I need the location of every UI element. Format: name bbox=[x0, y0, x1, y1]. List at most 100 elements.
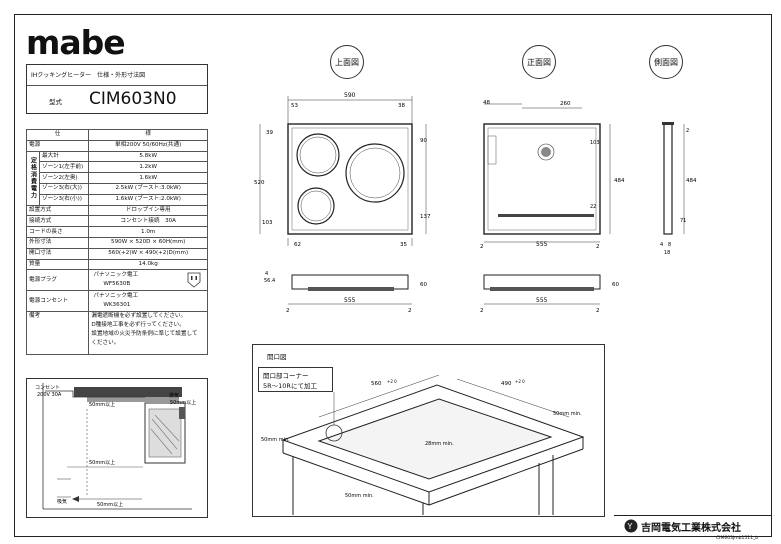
note: D種接地工事を必ず行ってください。 bbox=[91, 322, 185, 329]
dim-22: 22 bbox=[590, 204, 596, 210]
dim-4: 4 bbox=[265, 271, 268, 277]
plug-maker: パナソニック電工 bbox=[93, 272, 139, 279]
plug-model: WF5630B bbox=[103, 281, 131, 288]
spec-value: 1.6kW (ブースト:2.0kW) bbox=[88, 193, 208, 206]
doc-title: IHクッキングヒーター 仕様・外形寸法図 bbox=[31, 72, 146, 79]
clearance-label: 50mm以上 bbox=[97, 501, 123, 508]
dim-39: 39 bbox=[266, 130, 273, 136]
opening-drawing: 開口図 開口部コーナー 5R～10Rにて加工 560 +2 0 490 +2 0… bbox=[252, 344, 605, 517]
height-clearance-label: 28mm min. bbox=[425, 441, 454, 447]
dim-103: 103 bbox=[590, 140, 600, 146]
drawing-frame bbox=[14, 14, 772, 537]
spec-label: コードの長さ bbox=[25, 226, 90, 238]
dim-4: 4 bbox=[660, 242, 663, 248]
installation-drawing: コンセント 200V 30A 排気 50mm以上 50mm以上 50mm以上 吸… bbox=[26, 378, 208, 518]
spec-label: 開口寸法 bbox=[25, 247, 90, 260]
corner-note-line: 開口部コーナー bbox=[263, 372, 309, 380]
front-view-drawing: 48 260 103 484 22 2 2 555 60 555 2 2 bbox=[480, 100, 625, 314]
clearance-label: 50mm min. bbox=[345, 493, 374, 499]
spec-value: 単相200V 50/60Hz(共通) bbox=[88, 139, 208, 152]
dim-56: 56.4 bbox=[264, 278, 275, 284]
dim-555: 555 bbox=[536, 241, 548, 248]
spec-label: 外形寸法 bbox=[25, 236, 90, 249]
note: 設置地域の火災予防条例に準じて設置して bbox=[91, 331, 198, 338]
company-block: Y 吉岡電気工業株式会社 bbox=[614, 515, 772, 537]
dim-2: 2 bbox=[286, 308, 290, 314]
dim-18: 18 bbox=[664, 250, 670, 256]
spec-value: コンセント接続 30A bbox=[88, 215, 208, 228]
rated-power-group: 定格消費電力 bbox=[29, 157, 37, 200]
spec-label: 設置方式 bbox=[25, 204, 90, 217]
spec-value: 590W × 520D × 60H(mm) bbox=[88, 236, 208, 249]
clearance-label: 50mm以上 bbox=[89, 459, 115, 466]
dim-2: 2 bbox=[686, 128, 689, 134]
dim-38: 38 bbox=[398, 103, 405, 109]
dim-2: 2 bbox=[408, 308, 412, 314]
dim-484: 484 bbox=[686, 178, 697, 184]
dim-555: 555 bbox=[344, 297, 356, 304]
corner-note-line: 5R～10Rにて加工 bbox=[263, 382, 317, 390]
spec-value: 1.0m bbox=[88, 226, 208, 238]
clearance-label: 50mm min. bbox=[553, 411, 582, 417]
spec-label: ゾーン3(右(大)) bbox=[38, 182, 90, 195]
divider bbox=[27, 85, 207, 86]
model-name: CIM603N0 bbox=[89, 89, 177, 109]
dim-60: 60 bbox=[420, 282, 427, 288]
installation-svg: コンセント 200V 30A 排気 50mm以上 50mm以上 50mm以上 吸… bbox=[35, 383, 196, 510]
spec-label: ゾーン2(左奥) bbox=[38, 172, 90, 184]
spec-label: ゾーン3(右(小)) bbox=[38, 193, 90, 206]
front-view-label: 正面図 bbox=[522, 45, 556, 79]
spec-header-value: 様 bbox=[88, 129, 208, 141]
spec-value: 2.5kW (ブースト:3.0kW) bbox=[88, 182, 208, 195]
dim-484: 484 bbox=[614, 178, 625, 184]
spec-label: 接続方式 bbox=[25, 215, 90, 228]
dim-8: 8 bbox=[668, 242, 671, 248]
corner-note: 開口部コーナー 5R～10Rにて加工 bbox=[258, 367, 333, 392]
brand-logo: mabe bbox=[26, 23, 126, 62]
dim-103: 103 bbox=[262, 220, 273, 226]
dim-555: 555 bbox=[536, 297, 548, 304]
top-view-drawing: 590 53 38 39 90 520 103 137 62 35 56.4 4… bbox=[254, 92, 431, 314]
spec-label: 電源コンセント bbox=[25, 290, 90, 313]
dim-560-tol: +2 0 bbox=[387, 379, 397, 384]
dim-2: 2 bbox=[596, 244, 600, 250]
top-view-label: 上面図 bbox=[330, 45, 364, 79]
dim-35: 35 bbox=[400, 242, 407, 248]
spec-label: ゾーン1(左手前) bbox=[38, 161, 90, 174]
dim-2: 2 bbox=[480, 244, 484, 250]
side-view-label: 側面図 bbox=[649, 45, 683, 79]
dim-71: 71 bbox=[680, 218, 686, 224]
dim-490: 490 bbox=[501, 381, 512, 387]
dim-62: 62 bbox=[294, 242, 301, 248]
outlet-maker: パナソニック電工 bbox=[93, 293, 139, 300]
dim-520: 520 bbox=[254, 180, 265, 186]
spec-header-item: 仕 bbox=[25, 129, 90, 141]
exhaust-label: 排気 bbox=[169, 392, 179, 399]
spec-label: 質量 bbox=[25, 258, 90, 271]
intake-label: 吸気 bbox=[57, 498, 67, 505]
spec-value: 560(+2)W × 490(+2)D(mm) bbox=[88, 247, 208, 260]
title-block: IHクッキングヒーター 仕様・外形寸法図 型式 CIM603N0 bbox=[26, 64, 208, 114]
dim-137: 137 bbox=[420, 214, 431, 220]
opening-svg: 560 +2 0 490 +2 0 50mm min. 50mm min. 50… bbox=[261, 374, 585, 515]
clearance-label: 50mm以上 bbox=[89, 401, 115, 408]
spec-value: 1.6kW bbox=[88, 172, 208, 184]
spec-label: 備考 bbox=[25, 311, 90, 356]
outlet-model: WK36301 bbox=[103, 302, 131, 309]
note: 漏電遮断機を必ず設置してください。 bbox=[91, 313, 187, 320]
dim-560: 560 bbox=[371, 381, 382, 387]
dim-48: 48 bbox=[483, 100, 490, 106]
dim-90: 90 bbox=[420, 138, 427, 144]
svg-text:Y: Y bbox=[627, 522, 633, 531]
spec-value: 1.2kW bbox=[88, 161, 208, 174]
side-view-drawing: 2 484 71 4 8 18 bbox=[660, 122, 697, 256]
outlet-rating: 200V 30A bbox=[37, 392, 62, 398]
opening-title: 開口図 bbox=[267, 353, 287, 361]
spec-label: 最大計 bbox=[38, 150, 90, 163]
spec-label: 電源 bbox=[25, 139, 90, 152]
company-logo-icon: Y bbox=[624, 519, 638, 533]
dim-490-tol: +2 0 bbox=[515, 379, 525, 384]
dim-590: 590 bbox=[344, 92, 356, 99]
document-number: CIM603Jmb1511_b bbox=[716, 536, 759, 541]
